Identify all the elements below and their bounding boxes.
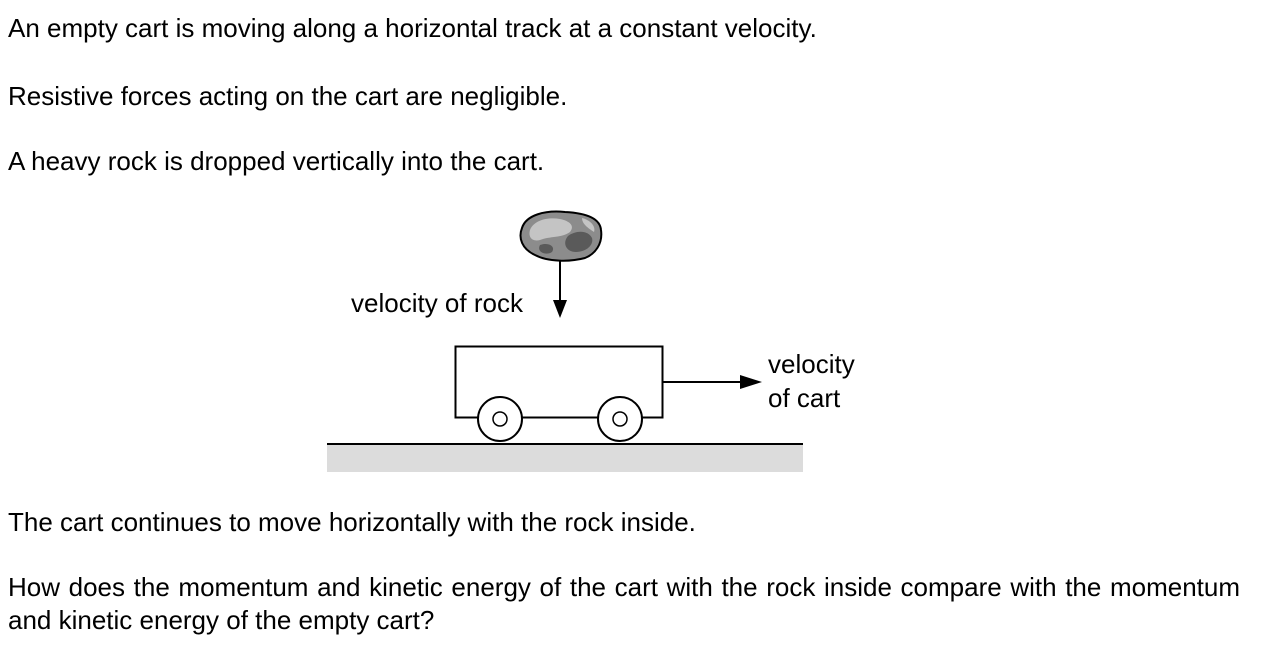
cart-wheel-right xyxy=(597,396,643,442)
rock-icon xyxy=(519,210,603,262)
question-paragraph-5: How does the momentum and kinetic energy… xyxy=(8,572,1240,635)
rock-velocity-arrow xyxy=(553,260,567,318)
question-paragraph-1: An empty cart is moving along a horizont… xyxy=(8,13,817,43)
question-paragraph-4: The cart continues to move horizontally … xyxy=(8,507,696,537)
cart-velocity-label-line1: velocity xyxy=(768,349,855,379)
rock-velocity-label: velocity of rock xyxy=(351,288,523,318)
track xyxy=(327,443,803,472)
cart xyxy=(454,345,664,442)
cart-wheel-left xyxy=(477,396,523,442)
question-paragraph-3: A heavy rock is dropped vertically into … xyxy=(8,146,545,176)
cart-velocity-label-line2: of cart xyxy=(768,383,841,413)
cart-velocity-arrow xyxy=(663,375,762,389)
question-paragraph-2: Resistive forces acting on the cart are … xyxy=(8,81,568,111)
